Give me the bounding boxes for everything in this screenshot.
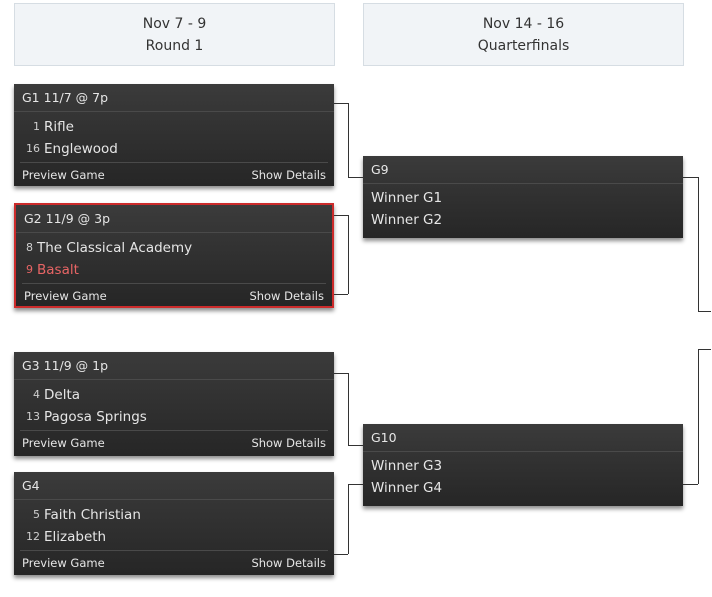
- team-name: Basalt: [37, 262, 79, 278]
- team-row: 13 Pagosa Springs: [14, 406, 334, 428]
- show-details-link[interactable]: Show Details: [251, 168, 326, 182]
- bracket-connector: [348, 373, 349, 445]
- team-seed: 9: [26, 263, 33, 276]
- bracket-connector: [334, 373, 348, 374]
- team-row: 5 Faith Christian: [14, 504, 334, 526]
- bracket-connector: [334, 294, 348, 295]
- round-name: Quarterfinals: [477, 37, 570, 54]
- team-name: Englewood: [44, 141, 118, 157]
- round-name: Round 1: [145, 37, 204, 54]
- team-seed: 8: [26, 241, 33, 254]
- game-card-g9: G9 Winner G1 Winner G2: [363, 156, 683, 238]
- game-card-g4: G4 5 Faith Christian 12 Elizabeth Previe…: [14, 472, 334, 575]
- team-row: 4 Delta: [14, 384, 334, 406]
- team-row: 12 Elizabeth: [14, 526, 334, 548]
- winner-slot: Winner G1: [371, 190, 443, 206]
- bracket-connector: [348, 215, 349, 294]
- bracket-connector: [698, 349, 699, 484]
- round-header-quarterfinals: Nov 14 - 16 Quarterfinals: [363, 3, 684, 66]
- bracket-connector: [348, 445, 363, 446]
- bracket-connector: [348, 484, 349, 554]
- bracket-connector: [334, 554, 348, 555]
- team-seed: 4: [33, 388, 40, 401]
- game-title: G9: [363, 156, 683, 184]
- winner-slot: Winner G3: [371, 458, 443, 474]
- game-card-g10: G10 Winner G3 Winner G4: [363, 424, 683, 506]
- show-details-link[interactable]: Show Details: [249, 289, 324, 303]
- bracket-connector: [698, 349, 711, 350]
- team-name: Delta: [44, 387, 81, 403]
- team-name: Faith Christian: [44, 507, 141, 523]
- team-name: Pagosa Springs: [44, 409, 147, 425]
- game-card-g3: G3 11/9 @ 1p 4 Delta 13 Pagosa Springs P…: [14, 352, 334, 456]
- team-row-winner: 9 Basalt: [16, 259, 332, 281]
- round-dates: Nov 14 - 16: [482, 15, 565, 32]
- show-details-link[interactable]: Show Details: [251, 436, 326, 450]
- bracket-connector: [348, 103, 349, 177]
- game-title: G4: [14, 472, 334, 500]
- preview-game-link[interactable]: Preview Game: [22, 168, 105, 182]
- game-title: G2 11/9 @ 3p: [16, 205, 332, 233]
- bracket-connector: [683, 177, 698, 178]
- preview-game-link[interactable]: Preview Game: [22, 556, 105, 570]
- round-header-round-1: Nov 7 - 9 Round 1: [14, 3, 335, 66]
- bracket-connector: [698, 177, 699, 311]
- team-row: 8 The Classical Academy: [16, 237, 332, 259]
- team-seed: 5: [33, 508, 40, 521]
- round-dates: Nov 7 - 9: [142, 15, 207, 32]
- bracket-connector: [348, 177, 363, 178]
- preview-game-link[interactable]: Preview Game: [24, 289, 107, 303]
- team-name: Elizabeth: [44, 529, 107, 545]
- team-seed: 12: [26, 530, 40, 543]
- game-title: G10: [363, 424, 683, 452]
- team-seed: 1: [33, 120, 40, 133]
- game-title: G3 11/9 @ 1p: [14, 352, 334, 380]
- game-title: G1 11/7 @ 7p: [14, 84, 334, 112]
- team-seed: 16: [26, 142, 40, 155]
- team-name: Rifle: [44, 119, 74, 135]
- bracket-connector: [348, 484, 363, 485]
- bracket-connector: [683, 484, 698, 485]
- bracket-connector: [334, 215, 348, 216]
- winner-slot: Winner G4: [371, 480, 443, 496]
- team-row: 1 Rifle: [14, 116, 334, 138]
- team-name: The Classical Academy: [37, 240, 193, 256]
- team-row: 16 Englewood: [14, 138, 334, 160]
- game-card-g2: G2 11/9 @ 3p 8 The Classical Academy 9 B…: [14, 203, 334, 308]
- bracket-connector: [698, 311, 711, 312]
- game-card-g1: G1 11/7 @ 7p 1 Rifle 16 Englewood Previe…: [14, 84, 334, 186]
- bracket-connector: [334, 103, 348, 104]
- preview-game-link[interactable]: Preview Game: [22, 436, 105, 450]
- winner-slot: Winner G2: [371, 212, 443, 228]
- team-seed: 13: [26, 410, 40, 423]
- show-details-link[interactable]: Show Details: [251, 556, 326, 570]
